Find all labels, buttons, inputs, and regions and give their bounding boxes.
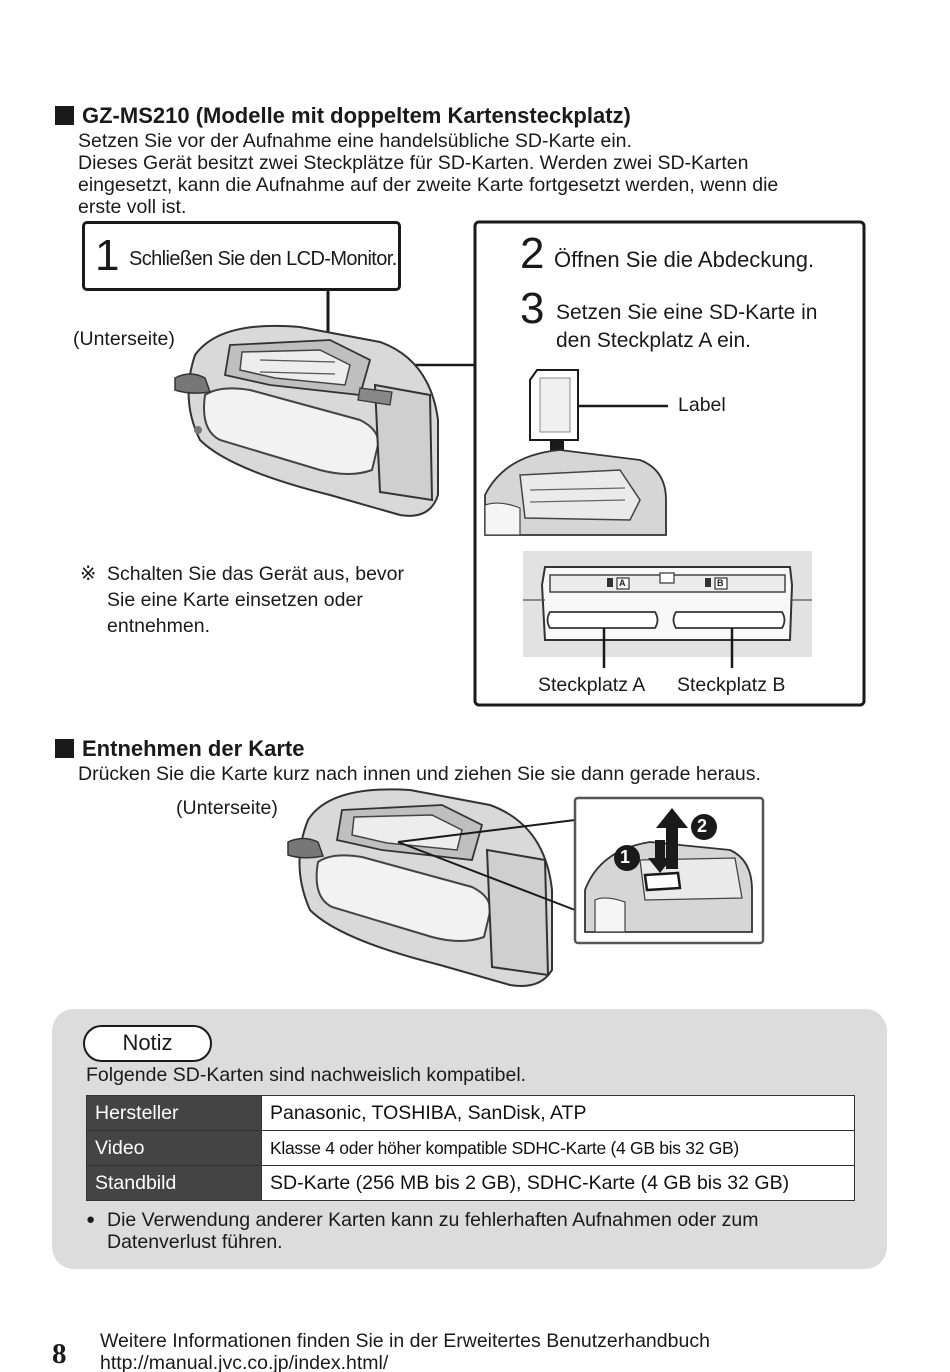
table-row: Hersteller Panasonic, TOSHIBA, SanDisk, … — [86, 1095, 855, 1131]
compatible-cards-table: Hersteller Panasonic, TOSHIBA, SanDisk, … — [86, 1095, 855, 1201]
step3-line: den Steckplatz A ein. — [556, 329, 751, 352]
leader-line — [397, 841, 576, 911]
step2-text: Öffnen Sie die Abdeckung. — [554, 247, 815, 272]
caution-line: entnehmen. — [107, 615, 210, 637]
slot-b-label: Steckplatz B — [677, 674, 786, 696]
section-title-insert: GZ-MS210 (Modelle mit doppeltem Kartenst… — [55, 103, 631, 129]
underside-label: (Unterseite) — [73, 328, 175, 350]
step-badge-1-icon — [614, 845, 640, 871]
caution-line: Sie eine Karte einsetzen oder — [107, 589, 363, 611]
table-header-cell: Standbild — [86, 1165, 262, 1201]
camera-illustration-2 — [287, 788, 765, 987]
note-intro: Folgende SD-Karten sind nachweislich kom… — [86, 1064, 527, 1086]
card-label-callout: Label — [678, 394, 726, 416]
footer-text: Weitere Informationen finden Sie in der … — [100, 1330, 710, 1372]
table-header-cell: Video — [86, 1130, 262, 1166]
slot-a-label: Steckplatz A — [538, 674, 646, 696]
table-cell: Klasse 4 oder höher kompatible SDHC-Kart… — [261, 1130, 855, 1166]
camera-illustration-1 — [174, 220, 866, 707]
bullet-line: Die Verwendung anderer Karten kann zu fe… — [107, 1209, 759, 1231]
table-row: Standbild SD-Karte (256 MB bis 2 GB), SD… — [86, 1165, 855, 1201]
camera-slot-view — [484, 449, 667, 536]
note-title-badge: Notiz — [83, 1025, 212, 1062]
camcorder-bottom-view — [174, 324, 439, 517]
camcorder-bottom-view — [287, 788, 553, 987]
table-header-cell: Hersteller — [86, 1095, 262, 1131]
step23-box — [473, 220, 866, 707]
step1-text: Schließen Sie den LCD-Monitor. — [129, 248, 397, 270]
slot-closeup-graphic — [523, 551, 812, 668]
bullet-icon: ● — [86, 1211, 96, 1228]
step-badge-2-icon — [691, 814, 717, 840]
section-square-icon — [55, 739, 74, 758]
page-number: 8 — [52, 1338, 67, 1370]
underside-label: (Unterseite) — [176, 797, 278, 819]
step-badge-1-number: 1 — [620, 847, 631, 867]
sd-card-graphic — [529, 369, 668, 441]
step1-box: 1 Schließen Sie den LCD-Monitor. — [82, 221, 401, 291]
slot-b-mark: B — [717, 578, 724, 588]
section-square-icon — [55, 106, 74, 125]
table-cell: Panasonic, TOSHIBA, SanDisk, ATP — [261, 1095, 855, 1131]
caution-line: Schalten Sie das Gerät aus, bevor — [107, 563, 405, 585]
bullet-line: Datenverlust führen. — [107, 1231, 283, 1253]
section-title-text: Entnehmen der Karte — [82, 736, 305, 761]
table-cell: SD-Karte (256 MB bis 2 GB), SDHC-Karte (… — [261, 1165, 855, 1201]
note-bullet: ● Die Verwendung anderer Karten kann zu … — [86, 1209, 759, 1253]
caution-note: ※ Schalten Sie das Gerät aus, bevor Sie … — [80, 561, 404, 639]
intro-line: Setzen Sie vor der Aufnahme eine handels… — [78, 130, 632, 152]
pull-arrow-icon — [656, 808, 688, 869]
step2-number: 2 — [520, 229, 545, 278]
step3-text: Setzen Sie eine SD-Karte in den Steckpla… — [556, 299, 817, 355]
intro-line: erste voll ist. — [78, 196, 187, 218]
footer-line: Weitere Informationen finden Sie in der … — [100, 1330, 710, 1352]
section-title-text: GZ-MS210 (Modelle mit doppeltem Kartenst… — [82, 103, 631, 128]
section-intro: Setzen Sie vor der Aufnahme eine handels… — [78, 130, 898, 218]
leader-line — [397, 819, 576, 843]
step3-number: 3 — [520, 284, 545, 333]
section-title-remove: Entnehmen der Karte — [55, 736, 305, 762]
intro-line: eingesetzt, kann die Aufnahme auf der zw… — [78, 174, 779, 196]
slot-a-mark: A — [619, 578, 626, 588]
intro-line: Dieses Gerät besitzt zwei Steckplätze fü… — [78, 152, 749, 174]
table-row: Video Klasse 4 oder höher kompatible SDH… — [86, 1130, 855, 1166]
step3-line: Setzen Sie eine SD-Karte in — [556, 301, 818, 324]
caution-symbol-icon: ※ — [80, 563, 97, 585]
remove-instruction: Drücken Sie die Karte kurz nach innen un… — [78, 763, 761, 785]
step-badge-2-number: 2 — [697, 816, 708, 836]
footer-url-link[interactable]: http://manual.jvc.co.jp/index.html/ — [100, 1352, 389, 1372]
step1-number: 1 — [95, 231, 120, 280]
